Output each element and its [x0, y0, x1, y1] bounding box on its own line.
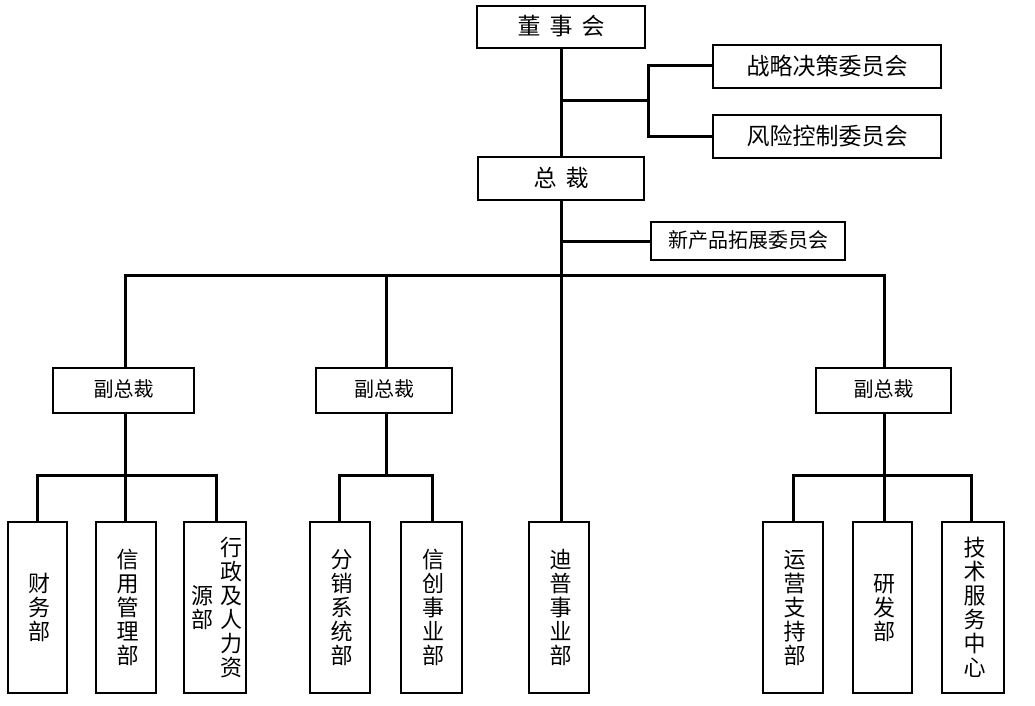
- connector-vp2-stem: [385, 414, 388, 476]
- connector-president-to-newproduct-committee: [560, 240, 652, 243]
- connector-vp1-stem: [124, 414, 127, 476]
- node-dept-distribution-label: 分销系统部: [327, 547, 353, 668]
- node-dept-dptech[interactable]: 迪普事业部: [528, 521, 590, 694]
- node-dept-credit-label: 信用管理部: [113, 547, 139, 668]
- node-dept-rd[interactable]: 研发部: [852, 521, 913, 694]
- node-committee-newproduct-label: 新产品拓展委员会: [668, 229, 828, 252]
- node-dept-operations-label: 运营支持部: [780, 547, 806, 668]
- node-committee-newproduct[interactable]: 新产品拓展委员会: [650, 221, 846, 261]
- connector-vp-distribution-bar: [124, 274, 886, 277]
- connector-bar-to-vp1: [124, 274, 127, 368]
- connector-riser-to-strategy-committee: [647, 64, 713, 67]
- node-president[interactable]: 总裁: [477, 156, 645, 201]
- connector-vp3-stem: [883, 414, 886, 476]
- node-vp3-label: 副总裁: [853, 379, 914, 402]
- node-board[interactable]: 董事会: [476, 5, 646, 49]
- connector-bar-to-vp3: [883, 274, 886, 368]
- connector-board-to-committee-riser: [560, 99, 650, 102]
- node-committee-strategy[interactable]: 战略决策委员会: [712, 44, 942, 89]
- node-dept-distribution[interactable]: 分销系统部: [309, 521, 371, 694]
- node-dept-techservice[interactable]: 技术服务中心: [941, 521, 1005, 694]
- node-dept-rd-label: 研发部: [870, 571, 896, 644]
- node-committee-strategy-label: 战略决策委员会: [746, 53, 908, 79]
- node-vp2-label: 副总裁: [354, 379, 414, 402]
- node-board-label: 董事会: [517, 14, 614, 40]
- node-president-label: 总裁: [533, 165, 598, 191]
- connector-riser-to-risk-committee: [647, 135, 713, 138]
- node-vp3[interactable]: 副总裁: [815, 367, 952, 414]
- node-dept-finance[interactable]: 财务部: [7, 521, 68, 694]
- connector-vp1-bar: [36, 474, 218, 477]
- connector-vp3-to-rd: [883, 474, 886, 522]
- connector-vp2-bar: [338, 474, 434, 477]
- connector-board-to-president: [560, 47, 563, 157]
- node-vp1[interactable]: 副总裁: [52, 367, 195, 414]
- node-dept-xinchuang-label: 信创事业部: [419, 547, 445, 668]
- node-dept-credit[interactable]: 信用管理部: [95, 521, 157, 694]
- connector-committee-riser: [647, 64, 650, 138]
- node-dept-operations[interactable]: 运营支持部: [762, 521, 824, 694]
- node-dept-finance-label: 财务部: [25, 571, 51, 644]
- node-dept-dptech-label: 迪普事业部: [546, 547, 572, 668]
- connector-vp2-to-xinchuang: [431, 474, 434, 522]
- connector-president-trunk: [560, 200, 563, 522]
- node-dept-admin-hr-label: 行政及人力资源部: [188, 535, 243, 680]
- connector-bar-to-vp2: [385, 274, 388, 368]
- connector-vp1-to-credit: [124, 474, 127, 522]
- node-dept-xinchuang[interactable]: 信创事业部: [400, 521, 463, 694]
- node-committee-risk[interactable]: 风险控制委员会: [712, 114, 942, 159]
- connector-vp3-to-operations: [792, 474, 795, 522]
- connector-vp1-to-finance: [36, 474, 39, 522]
- connector-vp1-to-admin-hr: [215, 474, 218, 522]
- node-dept-techservice-label: 技术服务中心: [960, 535, 986, 680]
- connector-vp3-to-techservice: [970, 474, 973, 522]
- node-committee-risk-label: 风险控制委员会: [746, 123, 908, 149]
- node-vp2[interactable]: 副总裁: [315, 367, 453, 414]
- connector-vp3-bar: [792, 474, 973, 477]
- node-dept-admin-hr[interactable]: 行政及人力资源部: [183, 521, 247, 694]
- node-vp1-label: 副总裁: [93, 379, 154, 402]
- connector-vp2-to-distribution: [338, 474, 341, 522]
